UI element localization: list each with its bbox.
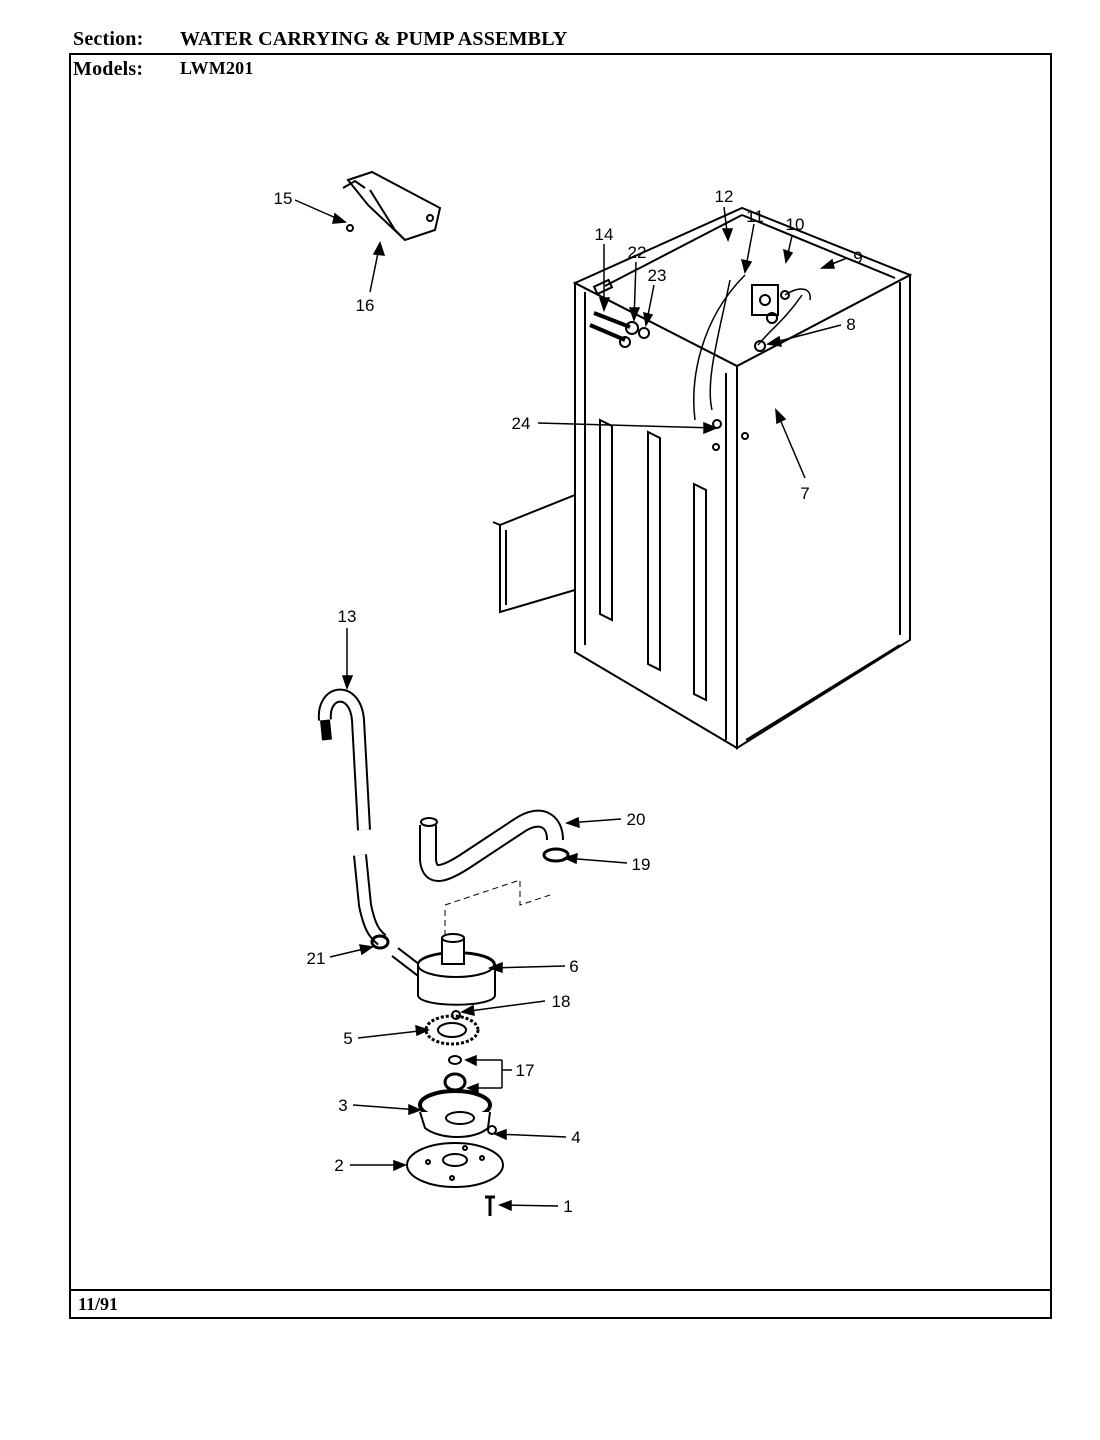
callout-8: 8 [846, 315, 855, 334]
section-label: Section: [73, 28, 144, 50]
pump-hose-drawing [419, 809, 570, 906]
bracket-drawing [342, 170, 442, 242]
callout-9: 9 [853, 248, 862, 267]
callout-2: 2 [334, 1156, 343, 1175]
callout-18: 18 [552, 992, 571, 1011]
callout-7: 7 [800, 484, 809, 503]
section-title: WATER CARRYING & PUMP ASSEMBLY [180, 28, 568, 50]
leader-lines [294, 199, 848, 1212]
revision-date: 11/91 [78, 1294, 119, 1314]
callout-10: 10 [786, 215, 805, 234]
callout-4: 4 [571, 1128, 580, 1147]
impeller-drawing [424, 1010, 480, 1046]
callout-13: 13 [338, 607, 357, 626]
cabinet-drawing [492, 206, 913, 750]
callout-6: 6 [569, 957, 578, 976]
callout-16: 16 [356, 296, 375, 315]
callout-15: 15 [274, 189, 293, 208]
diagram-frame [69, 53, 1052, 1319]
callout-19: 19 [632, 855, 651, 874]
housing-drawing [418, 1089, 497, 1138]
footer-divider [69, 1289, 1052, 1291]
models-value: LWM201 [180, 58, 254, 78]
callout-1: 1 [563, 1197, 572, 1216]
screw-drawing [485, 1195, 495, 1216]
models-label: Models: [73, 58, 144, 80]
callout-17: 17 [516, 1061, 535, 1080]
callout-20: 20 [627, 810, 646, 829]
seal-drawing [443, 1055, 467, 1092]
callout-5: 5 [343, 1029, 352, 1048]
callout-11: 11 [746, 207, 764, 226]
callout-12: 12 [715, 187, 734, 206]
callout-21: 21 [307, 949, 326, 968]
drain-hose-drawing [317, 688, 387, 946]
callout-3: 3 [338, 1096, 347, 1115]
callout-22: 22 [628, 243, 647, 262]
cover-plate-drawing [406, 1142, 504, 1188]
pump-drawing [370, 910, 496, 1006]
callout-23: 23 [648, 266, 667, 285]
callout-14: 14 [595, 225, 614, 244]
fill-hose-fittings [589, 311, 650, 348]
callout-24: 24 [512, 414, 531, 433]
